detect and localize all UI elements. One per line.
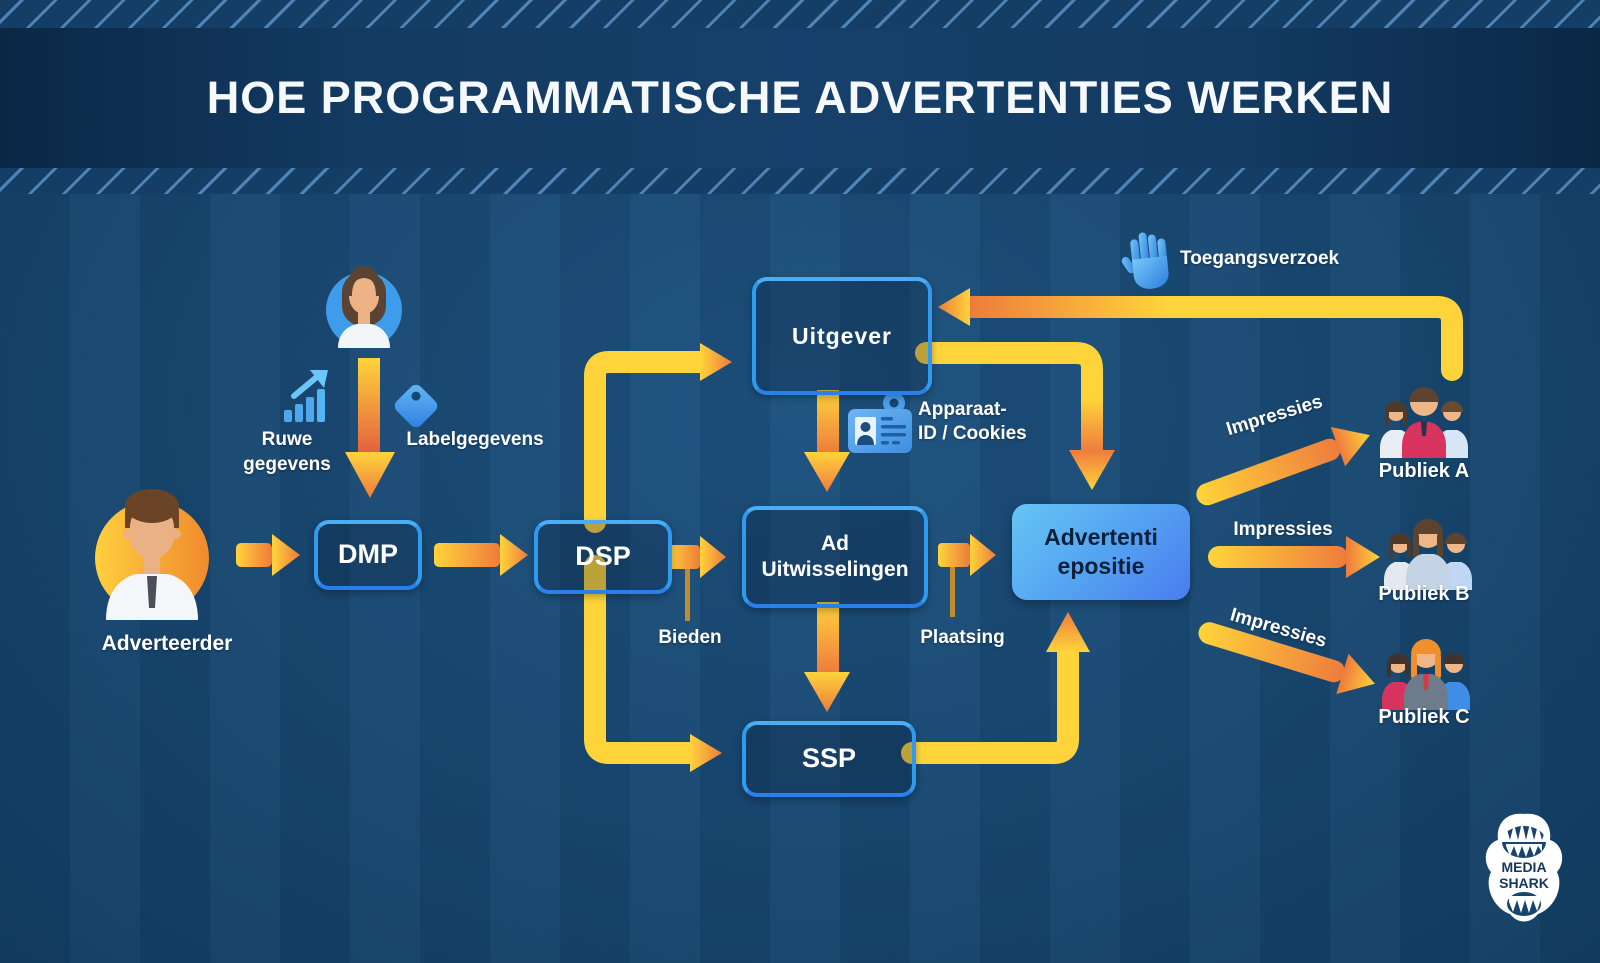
raw-data-label: Ruwe gegevens — [243, 429, 331, 475]
header-hatch-bottom — [0, 168, 1600, 194]
tag-data-icon — [394, 384, 438, 428]
audience-b-group — [1384, 519, 1472, 590]
placement-label: Plaatsing — [920, 627, 1005, 648]
node-publisher: Uitgever — [752, 277, 932, 395]
device-id-label: Apparaat- ID / Cookies — [918, 399, 1027, 445]
advertiser-avatar — [95, 489, 209, 620]
node-ssp-label: SSP — [801, 743, 857, 774]
node-ad-position-line2: epositie — [1057, 553, 1145, 579]
node-ad-exchange-line1: Ad — [821, 531, 849, 555]
header-hatch-top — [0, 0, 1600, 28]
data-manager-avatar — [326, 266, 402, 348]
impressions-arrow-a — [1196, 426, 1370, 506]
node-ad-exchange-line2: Uitwisselingen — [761, 558, 909, 581]
bidding-label: Bieden — [658, 627, 722, 648]
audience-b-label: Publiek B — [1378, 583, 1470, 605]
audience-a-label: Publiek A — [1378, 460, 1470, 482]
header-band: HOE PROGRAMMATISCHE ADVERTENTIES WERKEN — [0, 28, 1600, 168]
advertiser-label: Adverteerder — [101, 632, 233, 655]
raw-data-chart-icon — [284, 370, 328, 422]
logo-text-shark: SHARK — [1499, 875, 1549, 891]
logo-text-media: MEDIA — [1501, 859, 1546, 875]
tag-data-label: Labelgegevens — [406, 429, 544, 450]
audience-c-group — [1382, 639, 1470, 710]
audience-c-label: Publiek C — [1378, 706, 1470, 728]
impressions-arrow-c — [1198, 622, 1375, 694]
node-ad-exchange: Ad Uitwisselingen — [742, 506, 928, 608]
device-id-card-icon — [848, 392, 912, 453]
node-dsp: DSP — [534, 520, 672, 594]
media-shark-logo: MEDIA SHARK — [1485, 813, 1563, 922]
node-ad-position-line1: Advertenti — [1044, 524, 1158, 551]
page-title: HOE PROGRAMMATISCHE ADVERTENTIES WERKEN — [206, 72, 1394, 123]
access-request-label: Toegangsverzoek — [1180, 248, 1340, 269]
audience-a-group — [1380, 387, 1468, 458]
access-request-hand-icon — [1121, 232, 1169, 289]
node-dsp-label: DSP — [575, 541, 631, 572]
node-publisher-label: Uitgever — [791, 322, 893, 349]
node-ad-position: Advertenti epositie — [1012, 504, 1190, 600]
node-ssp: SSP — [742, 721, 916, 797]
node-dmp: DMP — [314, 520, 422, 590]
node-dmp-label: DMP — [338, 539, 398, 570]
impressions-arrow-b — [1208, 536, 1380, 578]
impressions-label-b: Impressies — [1233, 519, 1333, 540]
